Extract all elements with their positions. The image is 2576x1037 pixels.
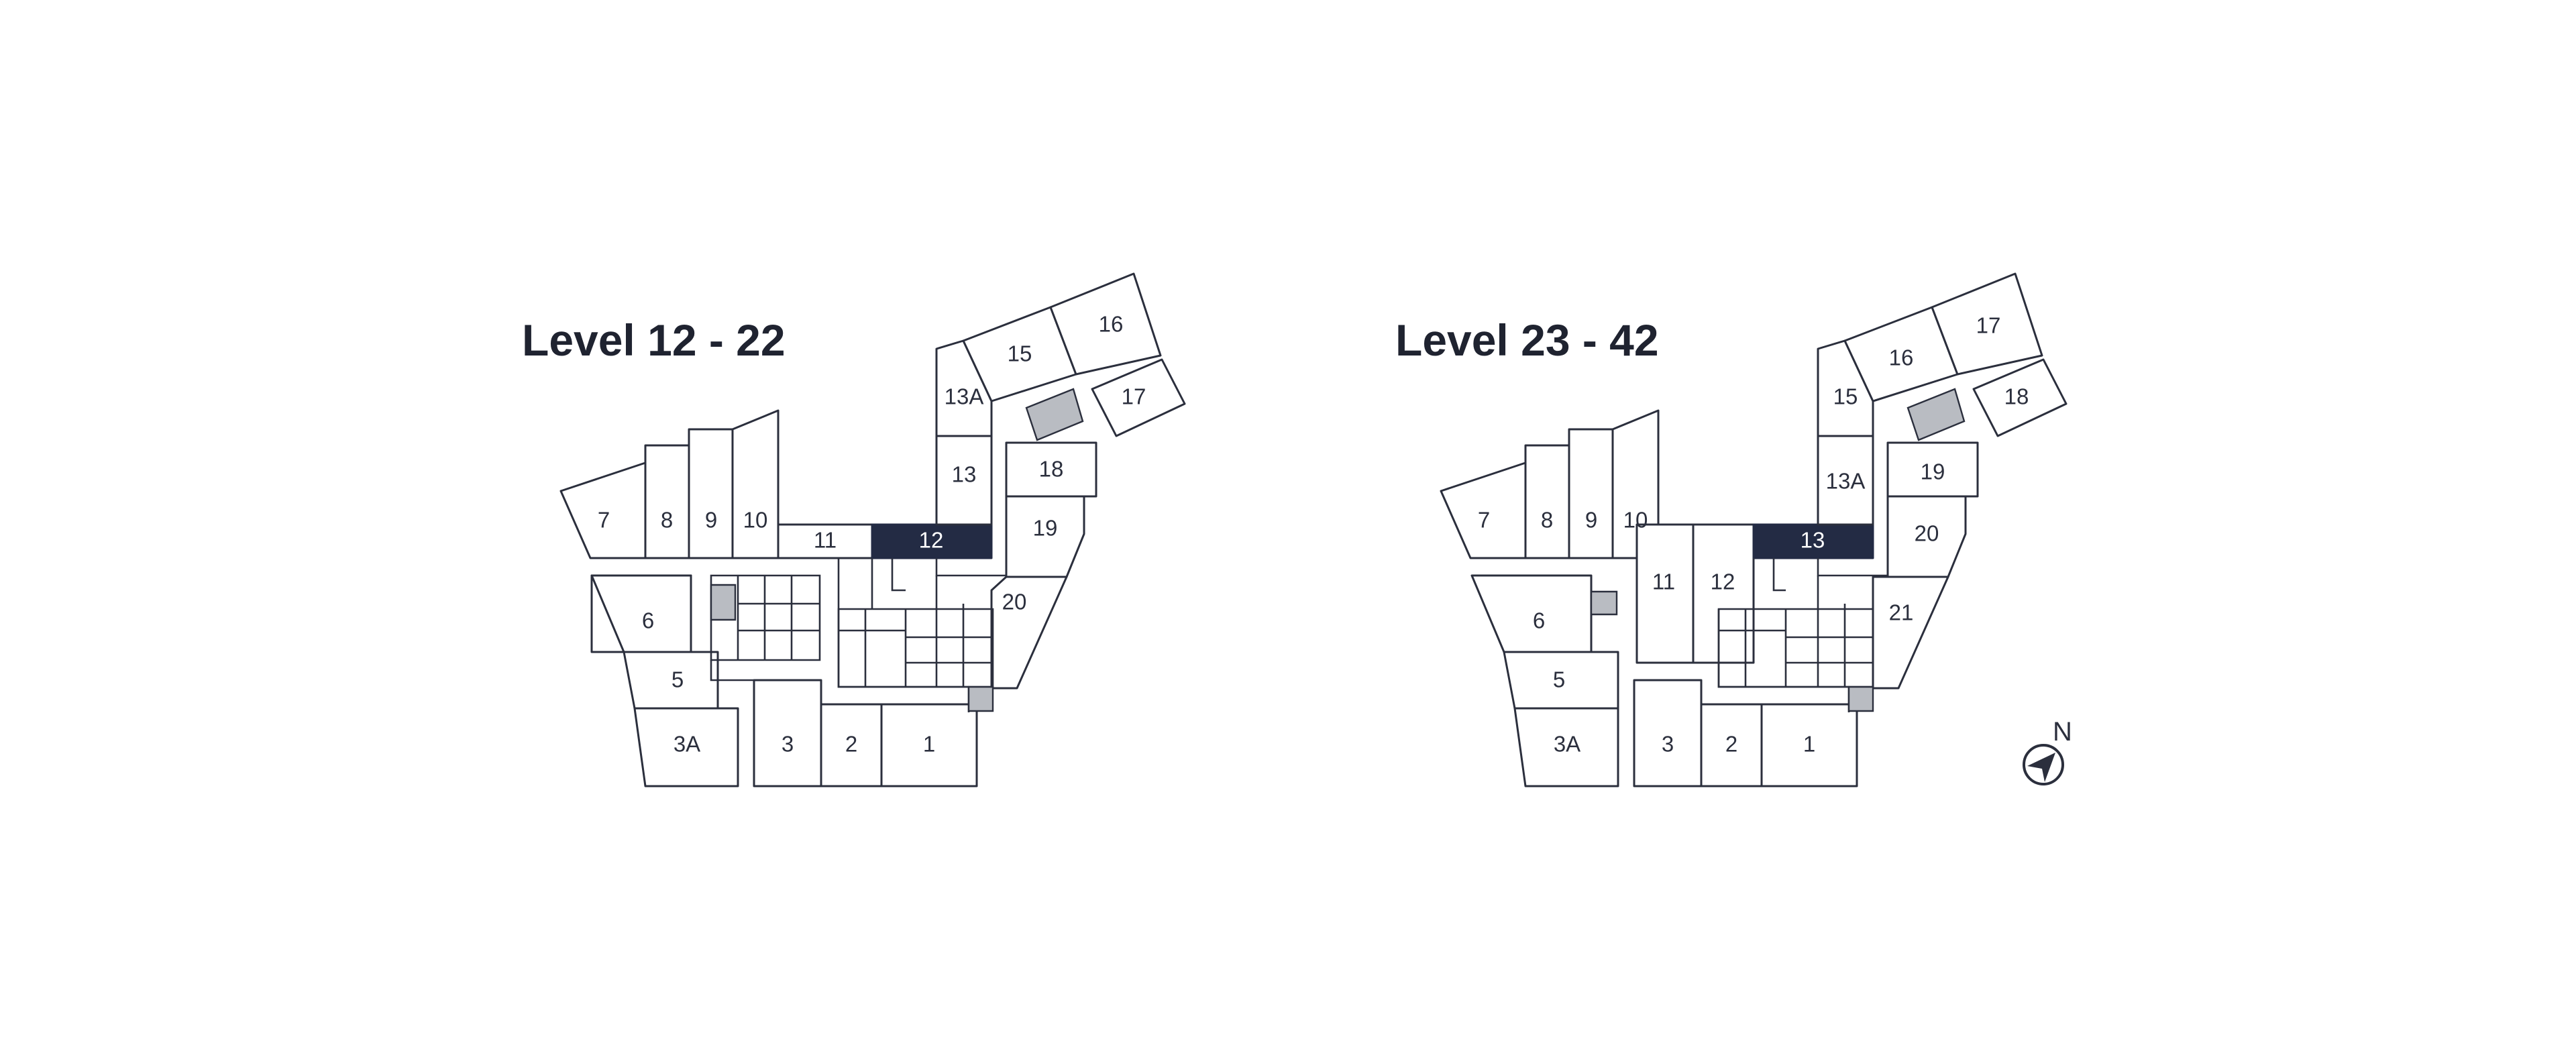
unit-1[interactable] [1760,703,1858,787]
unit-label: 8 [1541,508,1553,533]
unit-18[interactable] [1972,358,2068,437]
unit-label: 17 [1976,313,2001,338]
unit-label: 8 [661,508,673,533]
unit-label: 7 [1478,508,1490,533]
unit-15[interactable] [1817,339,1874,437]
north-arrow-icon [2027,753,2055,782]
unit-label: 5 [672,667,684,692]
unit-11[interactable] [1635,523,1695,664]
unit-label: 13A [945,384,984,409]
stair-icon [1025,388,1084,441]
unit-label: 3A [1554,732,1580,757]
unit-label: 16 [1099,312,1124,337]
unit-label: 9 [1585,508,1597,533]
unit-label: 12 [1711,569,1735,594]
unit-label: 11 [1652,569,1675,594]
unit-17[interactable] [1931,272,2043,376]
unit-label: 13 [1801,528,1825,553]
unit-3[interactable] [1633,679,1703,787]
stair-icon [967,686,994,712]
unit-label: 16 [1889,345,1914,370]
unit-12[interactable] [1692,523,1755,664]
north-label: N [2053,717,2072,747]
unit-6[interactable] [1470,574,1593,653]
unit-13[interactable] [1752,523,1874,559]
unit-16[interactable] [1049,272,1162,376]
unit-label: 1 [1803,732,1815,757]
unit-9[interactable] [688,428,734,559]
unit-label: 3 [1662,732,1674,757]
unit-label: 2 [845,732,857,757]
compass: N [2023,717,2072,785]
unit-label: 2 [1725,732,1737,757]
unit-label: 17 [1122,384,1146,409]
unit-8[interactable] [1524,444,1570,559]
plan-title: Level 23 - 42 [1395,315,1659,365]
unit-label: 3 [782,732,794,757]
unit-label: 15 [1008,341,1032,366]
unit-3a[interactable] [1513,707,1619,787]
unit-13[interactable] [935,435,993,526]
unit-label: 13 [952,462,977,487]
unit-label: 1 [923,732,935,757]
unit-9[interactable] [1568,428,1614,559]
unit-label: 20 [1002,590,1027,614]
unit-label: 6 [1533,608,1545,633]
unit-label: 19 [1033,516,1058,541]
unit-8[interactable] [644,444,690,559]
unit-label: 6 [642,608,654,633]
unit-label: 18 [1039,457,1064,482]
stair-icon [1907,388,1966,441]
unit-label: 18 [2004,384,2029,409]
unit-label: 13A [1826,469,1866,494]
stair-icon [1847,686,1874,712]
unit-label: 9 [705,508,717,533]
unit-label: 10 [743,508,768,533]
unit-19[interactable] [1005,495,1085,578]
unit-label: 11 [814,528,837,553]
unit-12[interactable] [871,523,993,559]
stair-icon [1590,590,1618,616]
unit-1[interactable] [880,703,978,787]
unit-label: 10 [1623,508,1648,533]
unit-label: 19 [1921,459,1945,484]
floor-plan-level-23-42: Level 23 - 42 [1395,272,2068,787]
unit-21[interactable] [1872,576,1949,690]
unit-10[interactable] [731,409,780,559]
stair-icon [710,584,737,621]
unit-label: 21 [1889,600,1914,625]
unit-3a[interactable] [633,707,739,787]
unit-20[interactable] [990,576,1068,690]
unit-label: 3A [674,732,700,757]
unit-13a[interactable] [935,339,993,437]
unit-13a[interactable] [1817,435,1874,526]
unit-label: 15 [1833,384,1858,409]
unit-2[interactable] [820,703,883,787]
unit-20[interactable] [1886,495,1967,578]
unit-label: 12 [919,528,944,553]
unit-label: 5 [1553,667,1565,692]
unit-19[interactable] [1886,441,1979,498]
unit-label: 7 [598,508,610,533]
plan-title: Level 12 - 22 [522,315,786,365]
unit-17[interactable] [1091,358,1186,437]
floor-plan-level-12-22: Level 12 - 22 [522,272,1186,787]
unit-label: 20 [1915,521,1939,546]
